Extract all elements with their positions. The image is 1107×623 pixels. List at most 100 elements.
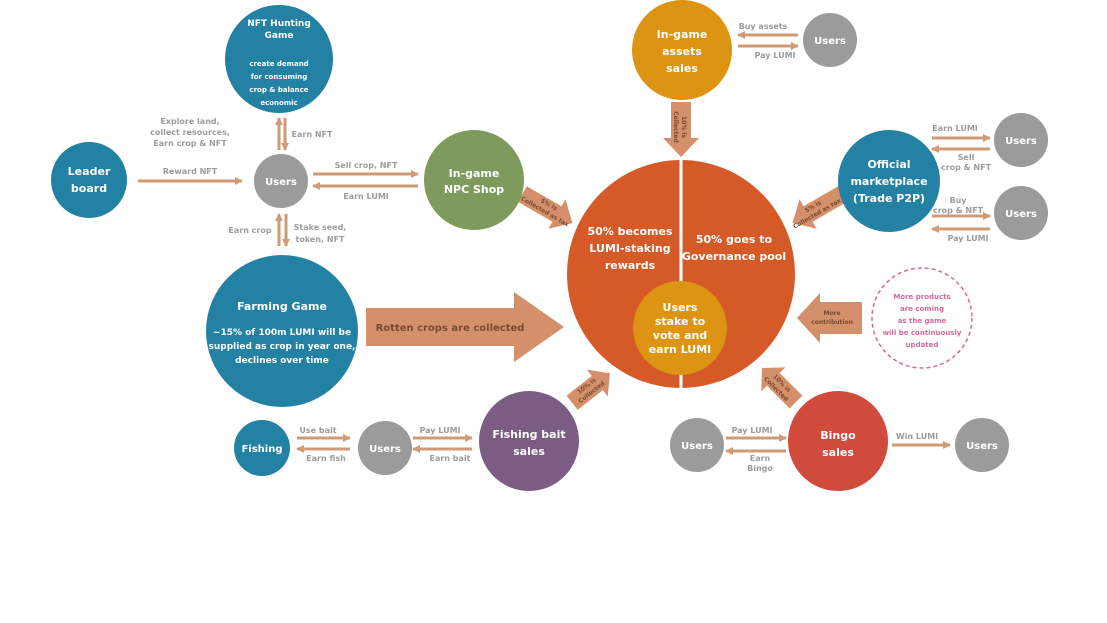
leader-board-label-2: board [71, 182, 107, 195]
npc-shop-label-1: In-game [449, 167, 500, 180]
ingame-assets-label-1: In-game [657, 28, 708, 41]
more-contribution-label-2: contribution [811, 319, 853, 326]
farming-title: Farming Game [237, 300, 327, 313]
ingame-assets-label-2: assets [662, 45, 702, 58]
more-products-label-2: are coming [900, 305, 944, 313]
assets-fee-label-1: 10% is [680, 116, 687, 139]
use-bait-label: Use bait [299, 426, 336, 435]
more-products-label-5: updated [906, 341, 939, 349]
rotten-crops-arrow [366, 292, 564, 362]
market-fee-arrow [792, 186, 848, 229]
nft-hunting-desc-1: create demand [249, 60, 308, 68]
center-left-label-1: 50% becomes [587, 225, 672, 238]
reward-nft-label: Reward NFT [163, 167, 218, 176]
earn-crop-label: Earn crop [228, 226, 271, 235]
explore-label-1: Explore land, [160, 117, 219, 126]
leader-board-label-1: Leader [68, 165, 111, 178]
bait-fee-arrow [566, 369, 610, 410]
connector-arrows [138, 31, 991, 455]
center-inner-label-4: earn LUMI [649, 343, 712, 356]
fishing-bait-label-1: Fishing bait [492, 428, 565, 441]
bingo-label-2: sales [822, 446, 854, 459]
sell-label-1: Sell [958, 153, 975, 162]
fishing-bait-label-2: sales [513, 445, 545, 458]
marketplace-label-2: marketplace [850, 175, 927, 188]
fishing-node [234, 420, 290, 476]
users-market-bottom-node [994, 186, 1048, 240]
earn-bingo-label-1: Earn [750, 454, 771, 463]
more-products-node [871, 267, 973, 369]
bingo-fee-arrow [761, 367, 803, 409]
users-bingo-right-label: Users [966, 441, 998, 452]
farming-node [206, 255, 358, 407]
earn-lumi-market-label: Earn LUMI [932, 124, 978, 133]
more-products-label-1: More products [893, 293, 950, 301]
users-market-top-label: Users [1005, 136, 1037, 147]
central-pool [567, 160, 795, 388]
pay-lumi-bait-label: Pay LUMI [419, 426, 460, 435]
assets-fee-arrow [663, 102, 699, 157]
more-products-label-4: will be continuously [883, 329, 962, 337]
bingo-label-1: Bingo [820, 429, 856, 442]
stake-label-1: Stake seed, [294, 223, 347, 232]
center-left-label-2: LUMI-staking [589, 242, 670, 255]
stake-circle [633, 281, 727, 375]
center-inner-label-2: stake to [655, 315, 706, 328]
fishing-bait-node [479, 391, 579, 491]
assets-fee-label-2: Collected [672, 111, 679, 143]
users-fishing-label: Users [369, 444, 401, 455]
bingo-node [788, 391, 888, 491]
more-products-label-3: as the game [898, 317, 947, 325]
users-bingo-right-node [955, 418, 1009, 472]
buy-label-2: crop & NFT [933, 206, 984, 215]
users-bingo-left-label: Users [681, 441, 713, 452]
users-assets-node [803, 13, 857, 67]
npc-shop-label-2: NPC Shop [444, 183, 504, 196]
center-right-label-1: 50% goes to [696, 233, 773, 246]
center-right-label-2: Governance pool [682, 250, 786, 263]
rotten-crops-label: Rotten crops are collected [376, 323, 525, 334]
center-left-label-3: rewards [605, 259, 656, 272]
explore-label-2: collect resources, [150, 128, 230, 137]
earn-nft-label: Earn NFT [292, 130, 333, 139]
nft-hunting-desc-4: economic [260, 99, 297, 107]
marketplace-label-3: (Trade P2P) [853, 192, 925, 205]
buy-label-1: Buy [949, 196, 967, 205]
center-inner-label-1: Users [663, 301, 698, 314]
users-fishing-node [358, 421, 412, 475]
earn-bait-label: Earn bait [430, 454, 471, 463]
farming-desc-1: ~15% of 100m LUMI will be [213, 328, 351, 338]
nft-hunting-desc-3: crop & balance [249, 86, 308, 94]
sell-crop-nft-label: Sell crop, NFT [335, 161, 398, 170]
nft-hunting-node [225, 5, 333, 113]
marketplace-label-1: Official [867, 158, 910, 171]
pay-lumi-bingo-label: Pay LUMI [731, 426, 772, 435]
win-lumi-label: Win LUMI [896, 432, 938, 441]
users-main-node [254, 154, 308, 208]
pay-lumi-market-label: Pay LUMI [947, 234, 988, 243]
earn-bingo-label-2: Bingo [747, 464, 773, 473]
users-market-bottom-label: Users [1005, 209, 1037, 220]
sell-label-2: crop & NFT [941, 163, 992, 172]
users-main-label: Users [265, 177, 297, 188]
earn-fish-label: Earn fish [306, 454, 346, 463]
fishing-label: Fishing [241, 444, 282, 455]
ingame-assets-label-3: sales [666, 62, 698, 75]
farming-desc-2: supplied as crop in year one, [209, 342, 356, 352]
marketplace-node [838, 130, 940, 232]
more-contribution-arrow [797, 293, 862, 343]
center-inner-label-3: vote and [653, 329, 707, 342]
buy-assets-label: Buy assets [739, 22, 788, 31]
explore-label-3: Earn crop & NFT [153, 139, 227, 148]
farming-desc-3: declines over time [235, 356, 329, 366]
more-contribution-label-1: More [823, 310, 840, 317]
ingame-assets-node [632, 0, 732, 100]
npc-shop-node [424, 130, 524, 230]
users-bingo-left-node [670, 418, 724, 472]
users-market-top-node [994, 113, 1048, 167]
earn-lumi-npc-label: Earn LUMI [343, 192, 389, 201]
pay-lumi-assets-label: Pay LUMI [754, 51, 795, 60]
nft-hunting-desc-2: for consuming [251, 73, 308, 81]
nft-hunting-title-2: Game [265, 31, 294, 41]
